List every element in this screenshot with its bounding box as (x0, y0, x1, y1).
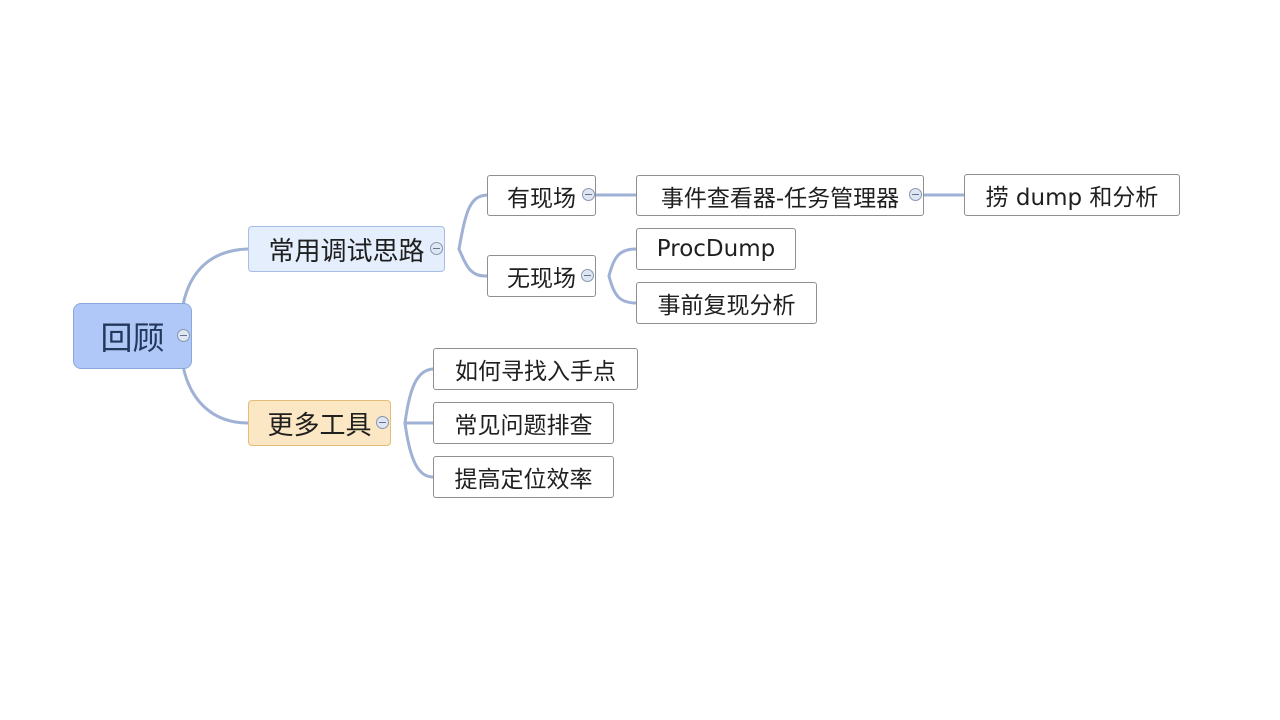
branch-debug-label: 常用调试思路 (268, 236, 425, 267)
root-node-label: 回顾 (100, 319, 165, 357)
with-scene-node[interactable]: 有现场 (487, 175, 596, 216)
root-node[interactable]: 回顾 (73, 303, 192, 369)
root-collapse-button[interactable] (177, 329, 190, 342)
connector-no-scene-procdump (607, 247, 638, 278)
branch-debug-collapse-button[interactable] (430, 242, 443, 255)
connector-debug-with-scene (457, 193, 489, 251)
procdump-label: ProcDump (656, 236, 776, 262)
branch-debug-node[interactable]: 常用调试思路 (248, 226, 445, 272)
no-scene-collapse-button[interactable] (581, 269, 594, 282)
tools-item-efficiency-label: 提高定位效率 (454, 467, 593, 493)
with-scene-label: 有现场 (507, 185, 576, 212)
tools-item-entry-point-label: 如何寻找入手点 (455, 359, 616, 385)
tools-item-efficiency-node[interactable]: 提高定位效率 (433, 456, 614, 498)
tools-item-troubleshoot-node[interactable]: 常见问题排查 (433, 402, 614, 444)
dump-analysis-label: 捞 dump 和分析 (985, 185, 1159, 211)
connector-tools-item-3 (403, 421, 435, 479)
event-viewer-label: 事件查看器-任务管理器 (660, 185, 900, 212)
tools-item-entry-point-node[interactable]: 如何寻找入手点 (433, 348, 638, 390)
procdump-node[interactable]: ProcDump (636, 228, 796, 270)
connector-debug-no-scene (457, 247, 489, 278)
tools-item-troubleshoot-label: 常见问题排查 (454, 413, 593, 439)
with-scene-collapse-button[interactable] (582, 188, 595, 201)
branch-tools-node[interactable]: 更多工具 (248, 400, 391, 446)
dump-analysis-node[interactable]: 捞 dump 和分析 (964, 174, 1180, 216)
connector-root-debug (181, 247, 250, 307)
connector-no-scene-repro (607, 274, 638, 305)
branch-tools-label: 更多工具 (267, 410, 372, 441)
branch-tools-collapse-button[interactable] (376, 416, 389, 429)
no-scene-label: 无现场 (507, 266, 576, 292)
connector-tools-item-1 (403, 367, 435, 425)
connector-root-tools (181, 364, 250, 425)
event-viewer-node[interactable]: 事件查看器-任务管理器 (636, 175, 924, 216)
pre-repro-label: 事前复现分析 (657, 293, 796, 319)
no-scene-node[interactable]: 无现场 (487, 255, 596, 297)
event-viewer-collapse-button[interactable] (909, 188, 922, 201)
pre-repro-node[interactable]: 事前复现分析 (636, 282, 817, 324)
